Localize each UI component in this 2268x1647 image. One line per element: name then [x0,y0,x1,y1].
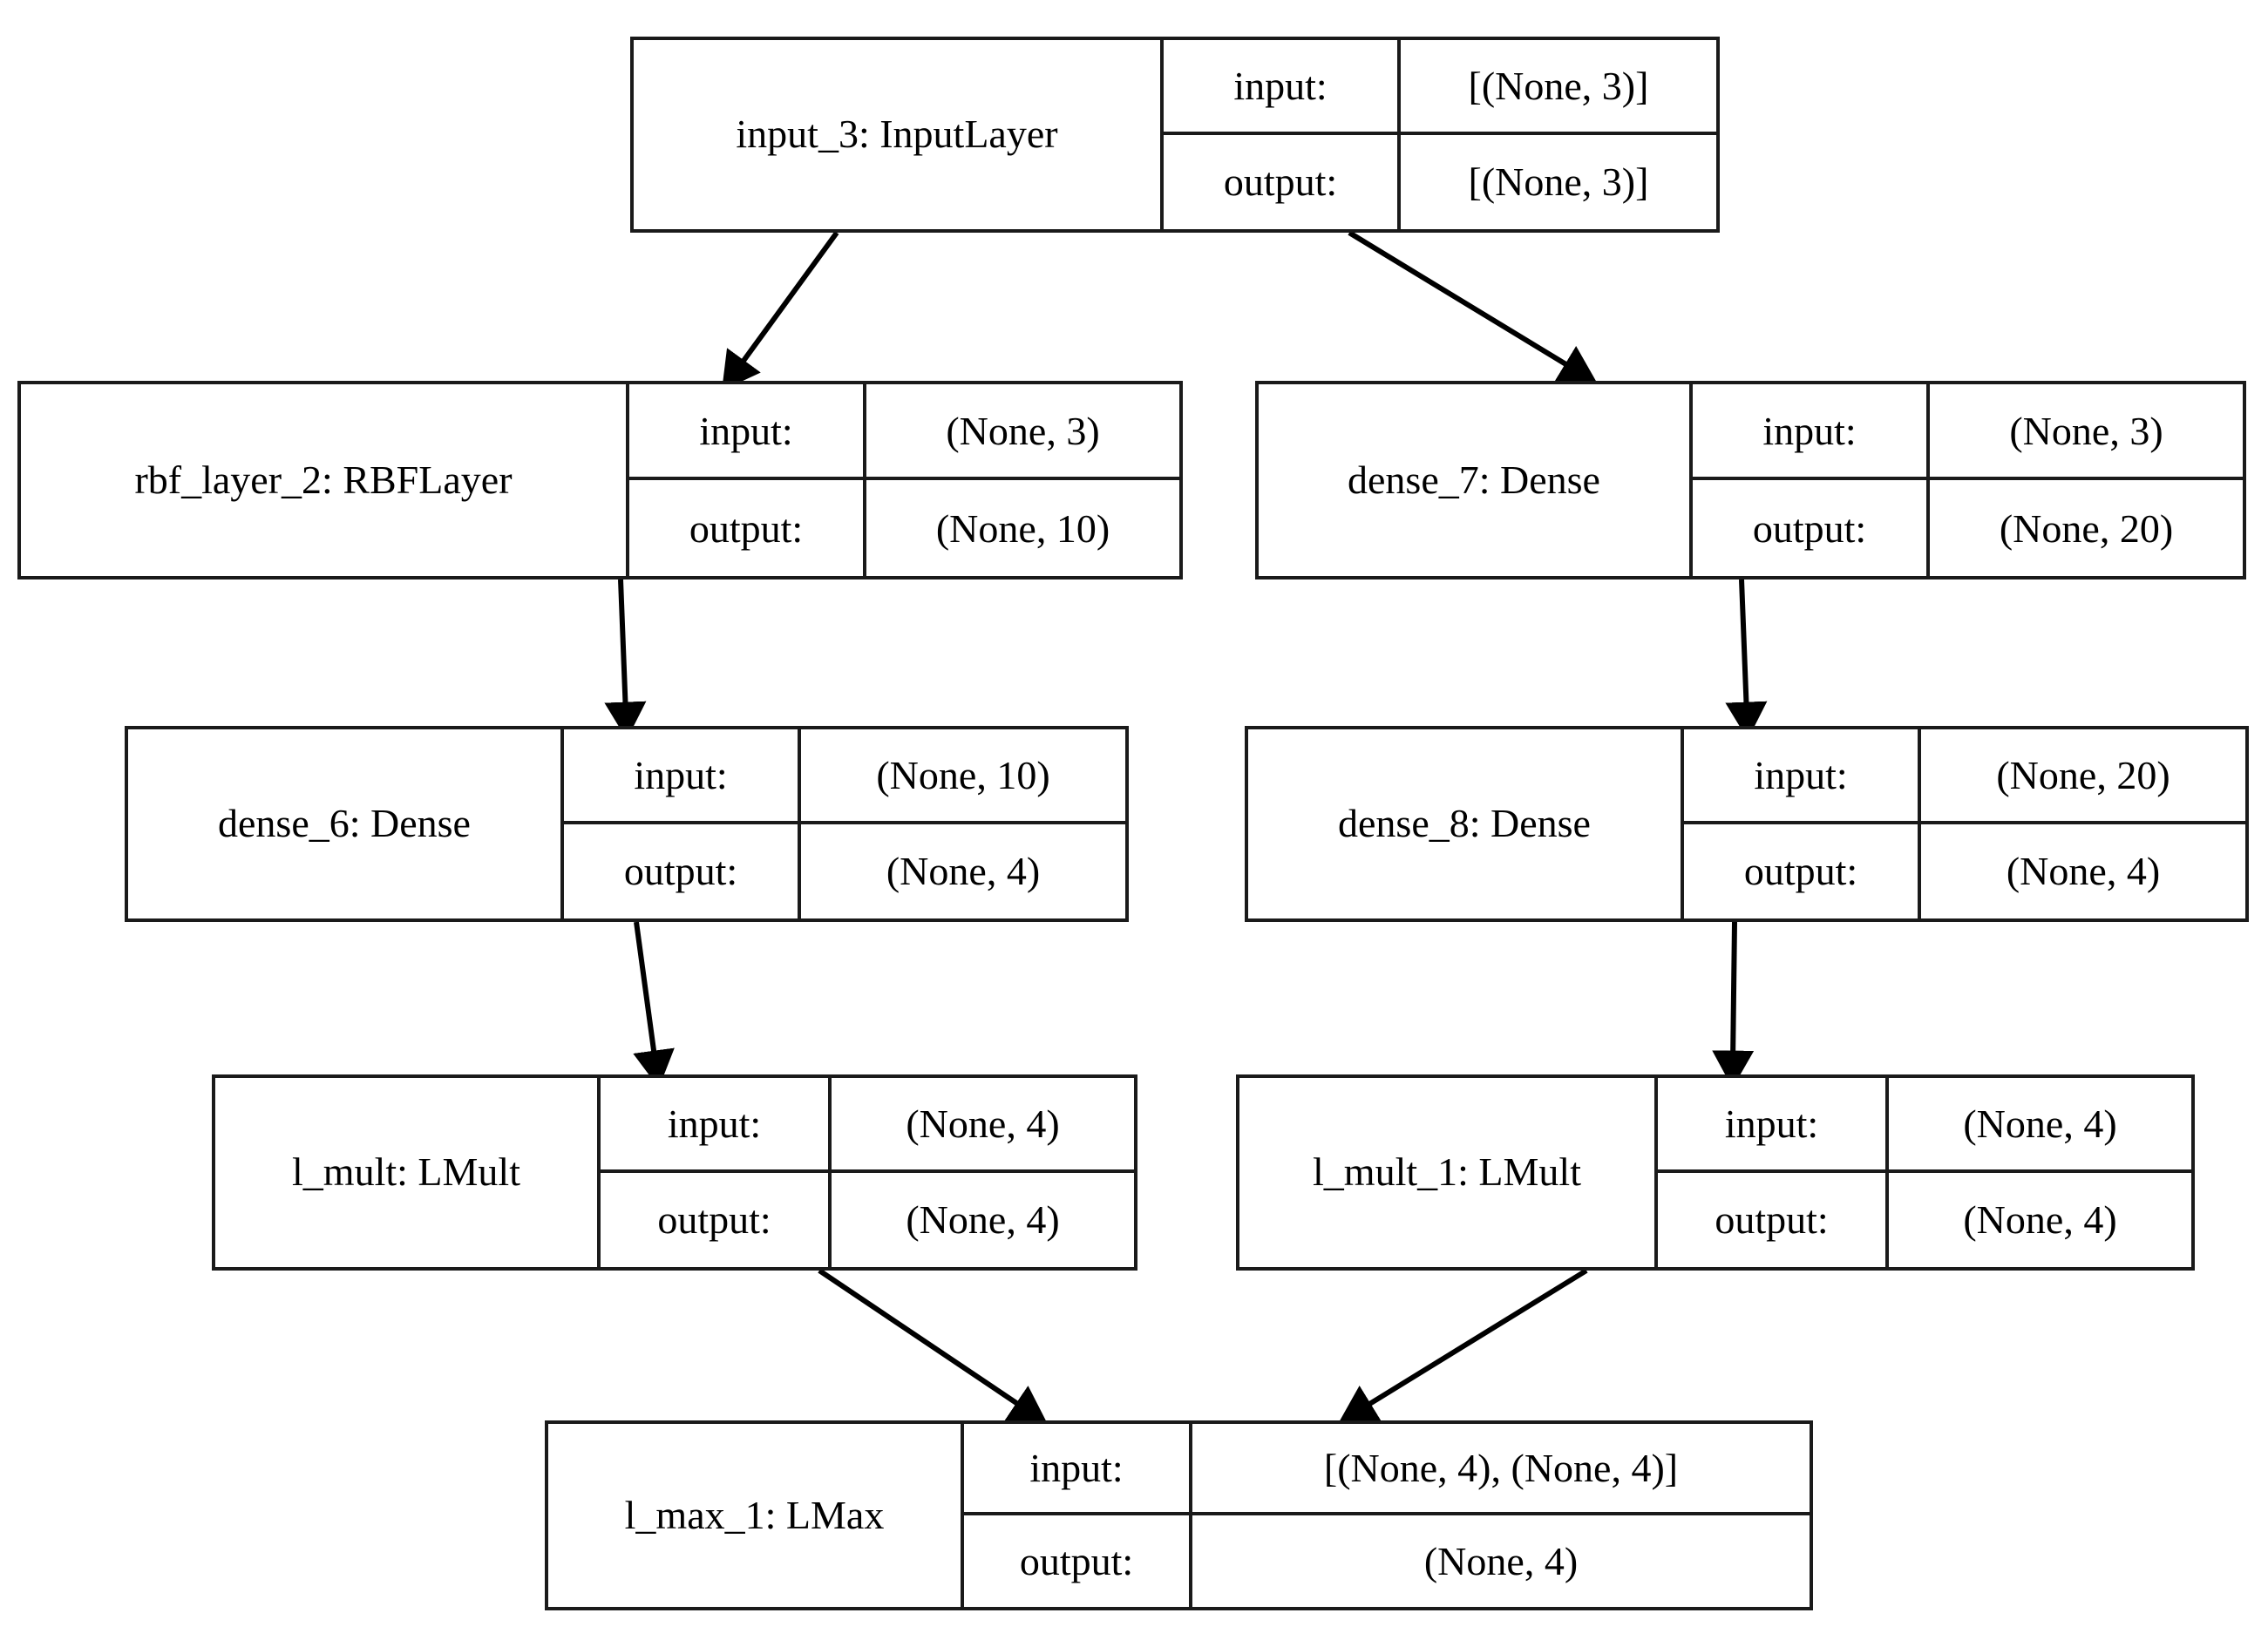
layer-output-shape-dense_8: (None, 4) [2006,849,2161,894]
layer-input-row-l_mult: input: (None, 4) [601,1078,1134,1173]
layer-output-row-l_max_1: output: (None, 4) [964,1515,1810,1607]
layer-name-dense_7: dense_7: Dense [1259,384,1693,576]
layer-input-shape-l_mult_1: (None, 4) [1963,1101,2117,1146]
layer-input-shape-l_mult: (None, 4) [906,1101,1060,1146]
layer-input-label: input: [1164,40,1401,132]
edge-dense_8-to-l_mult_1 [1712,921,1755,1088]
layer-input-row-dense_8: input: (None, 20) [1684,729,2245,824]
edge-dense_6-to-l_mult [633,921,675,1088]
layer-io-block-l_max_1: input: [(None, 4), (None, 4)] output: (None… [964,1424,1810,1607]
layer-input-row-rbf_layer_2: input: (None, 3) [629,384,1179,480]
layer-name-rbf_layer_2: rbf_layer_2: RBFLayer [21,384,629,576]
layer-output-row-l_mult: output: (None, 4) [601,1172,1134,1267]
edge-input_3-to-dense_7 [1348,230,1598,383]
layer-input-label: input: [564,729,801,821]
layer-input-label: input: [1693,384,1930,477]
layer-input-shape-dense_7: (None, 3) [2009,408,2163,453]
layer-output-label: output: [964,1515,1192,1607]
layer-input-shape-l_max_1: [(None, 4), (None, 4)] [1323,1446,1679,1490]
layer-input-row-l_mult_1: input: (None, 4) [1658,1078,2191,1173]
layer-output-label: output: [629,480,866,576]
layer-output-row-l_mult_1: output: (None, 4) [1658,1172,2191,1267]
edge-input_3-to-rbf_layer_2 [722,231,839,391]
layer-input-shape-rbf_layer_2: (None, 3) [946,408,1100,453]
layer-input-label: input: [1658,1078,1889,1169]
layer-output-shape-l_mult_1: (None, 4) [1963,1197,2117,1243]
layer-io-block-input_3: input: [(None, 3)] output: [(None, 3)] [1164,40,1716,229]
layer-output-shape-rbf_layer_2: (None, 10) [935,505,1110,551]
layer-io-block-rbf_layer_2: input: (None, 3) output: (None, 10) [629,384,1179,576]
layer-input-row-input_3: input: [(None, 3)] [1164,40,1716,135]
layer-name-input_3: input_3: InputLayer [634,40,1164,229]
layer-input-row-dense_7: input: (None, 3) [1693,384,2243,480]
edge-l_mult_1-to-l_max_1 [1338,1268,1588,1424]
layer-io-block-dense_8: input: (None, 20) output: (None, 4) [1684,729,2245,918]
layer-output-row-input_3: output: [(None, 3)] [1164,134,1716,229]
layer-output-row-dense_6: output: (None, 4) [564,824,1125,918]
layer-output-label: output: [1684,824,1921,918]
layer-input-label: input: [629,384,866,477]
layer-output-label: output: [1693,480,1930,576]
layer-name-dense_8: dense_8: Dense [1248,729,1684,918]
layer-input-shape-dense_8: (None, 20) [1996,752,2170,797]
layer-io-block-dense_6: input: (None, 10) output: (None, 4) [564,729,1125,918]
layer-input-label: input: [601,1078,832,1169]
layer-output-label: output: [601,1172,832,1267]
layer-input-shape-dense_6: (None, 10) [876,752,1050,797]
layer-input-shape-input_3: [(None, 3)] [1468,63,1649,108]
layer-name-l_mult_1: l_mult_1: LMult [1239,1078,1658,1267]
layer-output-shape-input_3: [(None, 3)] [1468,159,1649,205]
edge-l_mult-to-l_max_1 [818,1268,1048,1425]
layer-io-block-l_mult_1: input: (None, 4) output: (None, 4) [1658,1078,2191,1267]
layer-output-row-dense_7: output: (None, 20) [1693,480,2243,576]
layer-output-label: output: [564,824,801,918]
layer-input-row-l_max_1: input: [(None, 4), (None, 4)] [964,1424,1810,1515]
layer-input-row-dense_6: input: (None, 10) [564,729,1125,824]
layer-io-block-l_mult: input: (None, 4) output: (None, 4) [601,1078,1134,1267]
layer-input-label: input: [1684,729,1921,821]
layer-output-row-dense_8: output: (None, 4) [1684,824,2245,918]
layer-output-row-rbf_layer_2: output: (None, 10) [629,480,1179,576]
layer-output-shape-l_mult: (None, 4) [906,1197,1060,1243]
layer-output-label: output: [1164,134,1401,229]
edge-dense_7-to-dense_8 [1725,579,1768,740]
edge-rbf_layer_2-to-dense_6 [604,579,647,740]
layer-io-block-dense_7: input: (None, 3) output: (None, 20) [1693,384,2243,576]
layer-output-shape-l_max_1: (None, 4) [1423,1539,1579,1583]
layer-name-l_mult: l_mult: LMult [215,1078,601,1267]
layer-output-shape-dense_6: (None, 4) [886,849,1041,894]
layer-name-l_max_1: l_max_1: LMax [548,1424,964,1607]
layer-input-label: input: [964,1424,1192,1512]
layer-name-dense_6: dense_6: Dense [128,729,564,918]
layer-output-shape-dense_7: (None, 20) [1999,505,2174,551]
layer-output-label: output: [1658,1172,1889,1267]
